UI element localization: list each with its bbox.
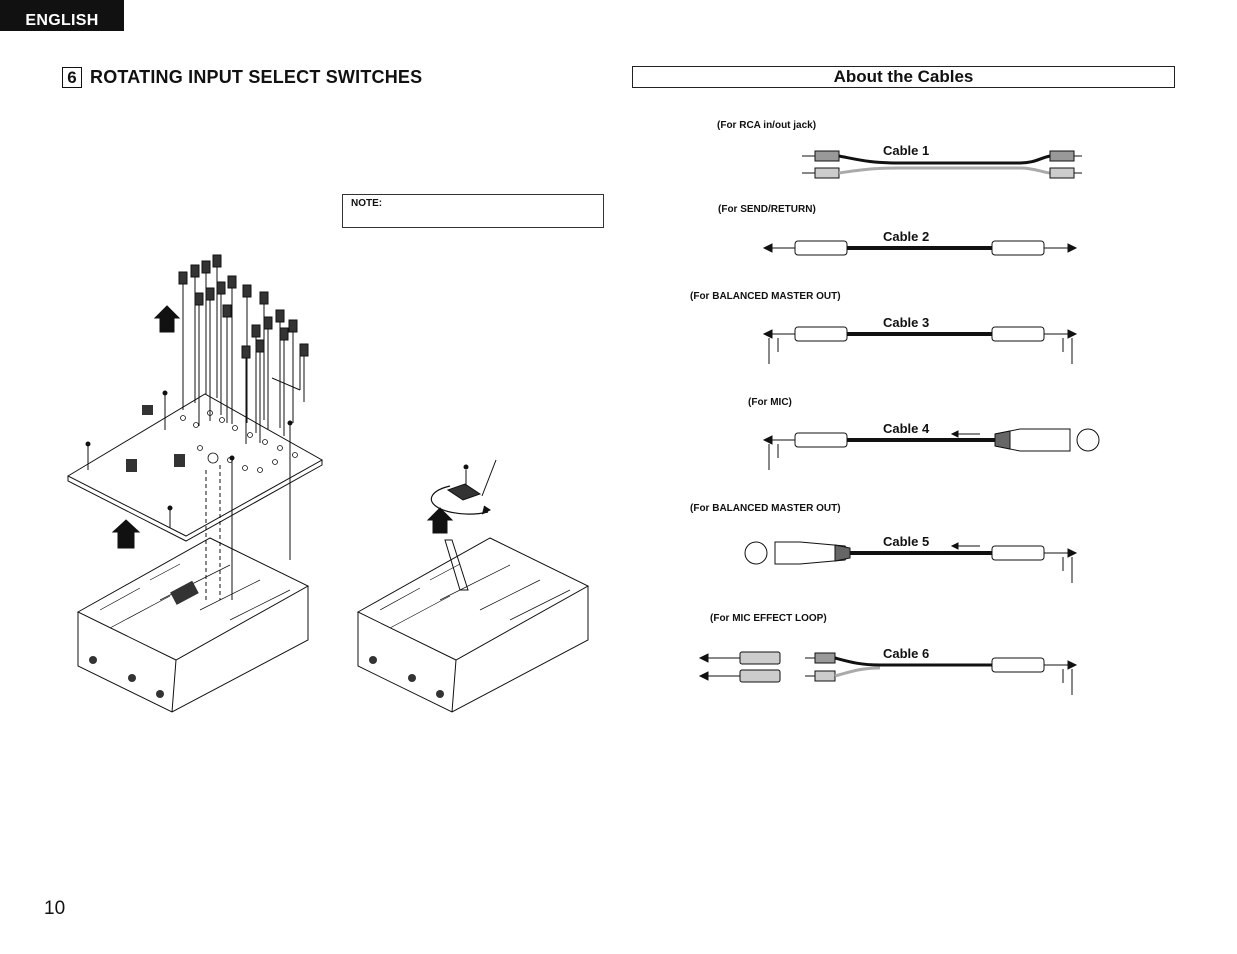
cable-2-drawing	[762, 240, 1078, 256]
cable-3-caption: (For BALANCED MASTER OUT)	[690, 291, 841, 302]
note-box: NOTE:	[342, 194, 604, 228]
cable-4-drawing	[762, 428, 1100, 470]
cable-2-caption: (For SEND/RETURN)	[718, 204, 816, 215]
cable-1-label: Cable 1	[883, 143, 930, 158]
page-number: 10	[44, 898, 66, 919]
cable-5-label: Cable 5	[883, 534, 930, 549]
cable-6-drawing	[698, 651, 1078, 695]
cable-5-drawing	[744, 541, 1078, 583]
cable-1-drawing	[802, 150, 1082, 179]
section-number: 6	[62, 66, 82, 88]
cable-6-label: Cable 6	[883, 646, 930, 661]
cable-3-drawing	[762, 326, 1078, 364]
cables-section-title: About the Cables	[632, 66, 1175, 88]
cable-6-caption: (For MIC EFFECT LOOP)	[710, 613, 827, 624]
knob-group	[178, 254, 309, 444]
cable-4-label: Cable 4	[883, 421, 930, 436]
cable-3-label: Cable 3	[883, 315, 930, 330]
section-title: ROTATING INPUT SELECT SWITCHES	[90, 66, 423, 87]
cable-5-caption: (For BALANCED MASTER OUT)	[690, 503, 841, 514]
language-tab: ENGLISH	[0, 0, 124, 31]
cable-4-caption: (For MIC)	[748, 397, 792, 408]
note-label: NOTE:	[351, 198, 383, 209]
cable-1-caption: (For RCA in/out jack)	[717, 120, 817, 131]
section-heading: 6 ROTATING INPUT SELECT SWITCHES	[62, 65, 422, 89]
cable-2-label: Cable 2	[883, 229, 930, 244]
